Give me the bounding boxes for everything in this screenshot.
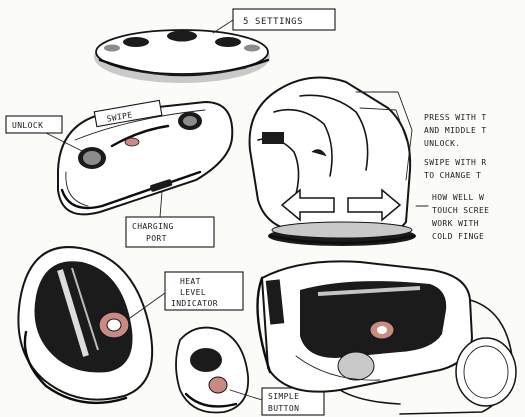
- puck-device-sketch: [94, 29, 270, 83]
- svg-text:TO CHANGE T: TO CHANGE T: [424, 171, 481, 180]
- svg-text:INDICATOR: INDICATOR: [171, 299, 218, 308]
- swipe-arrow-left: [280, 188, 335, 222]
- svg-text:HEAT: HEAT: [180, 277, 201, 286]
- hand-grip-sketch: [248, 76, 416, 246]
- svg-text:SWIPE WITH R: SWIPE WITH R: [424, 158, 487, 167]
- svg-text:UNLOCK.: UNLOCK.: [424, 139, 461, 148]
- pebble-device-sketch: [175, 326, 249, 414]
- svg-text:PORT: PORT: [146, 234, 167, 243]
- svg-text:LEVEL: LEVEL: [180, 288, 206, 297]
- svg-text:WORK WITH: WORK WITH: [432, 219, 479, 228]
- heat-device-sketch: [17, 246, 154, 404]
- label-heat-level-indicator: HEAT LEVEL INDICATOR: [129, 271, 244, 319]
- svg-text:SWIPE: SWIPE: [106, 110, 133, 123]
- svg-text:COLD FINGE: COLD FINGE: [432, 232, 484, 241]
- svg-text:PRESS WITH T: PRESS WITH T: [424, 113, 487, 122]
- label-unlock: UNLOCK: [5, 115, 85, 153]
- remote-device-sketch: [57, 100, 234, 216]
- svg-text:5 SETTINGS: 5 SETTINGS: [243, 17, 303, 27]
- svg-text:TOUCH SCREE: TOUCH SCREE: [432, 206, 489, 215]
- label-swipe: SWIPE: [93, 99, 163, 128]
- svg-text:SIMPLE: SIMPLE: [268, 392, 299, 401]
- svg-text:AND MIDDLE T: AND MIDDLE T: [424, 126, 487, 135]
- svg-text:CHARGING: CHARGING: [132, 222, 174, 231]
- swipe-arrow-right: [347, 188, 402, 222]
- clamshell-device-sketch: [256, 260, 517, 415]
- svg-text:BUTTON: BUTTON: [268, 404, 299, 413]
- label-charging-port: CHARGING PORT: [125, 191, 215, 248]
- label-five-settings: 5 SETTINGS: [212, 8, 336, 34]
- handwritten-notes: PRESS WITH T AND MIDDLE T UNLOCK. SWIPE …: [415, 113, 489, 241]
- svg-text:UNLOCK: UNLOCK: [12, 121, 43, 130]
- svg-text:HOW WELL W: HOW WELL W: [432, 193, 484, 202]
